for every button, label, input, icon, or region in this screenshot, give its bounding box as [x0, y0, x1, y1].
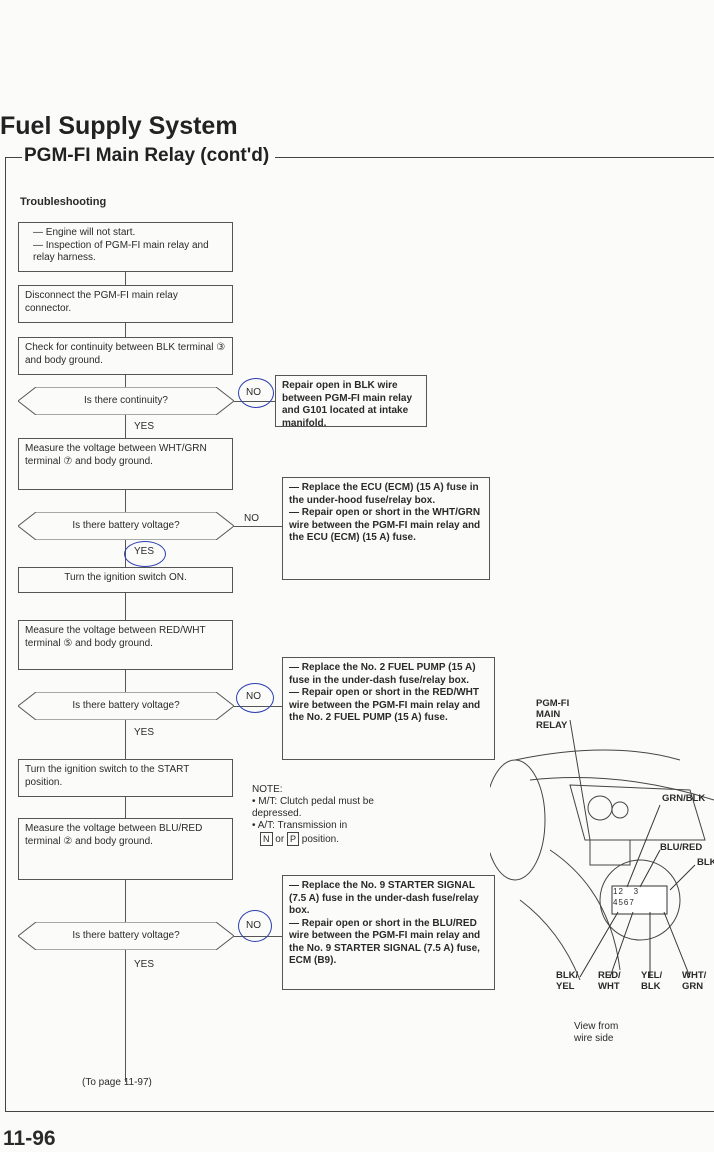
yes-label: YES — [134, 727, 155, 738]
view-caption: View from wire side — [574, 1021, 619, 1044]
key-p: P — [286, 832, 299, 846]
question-voltage-2: Is there battery voltage? — [18, 692, 234, 720]
terminal-2: 2 — [618, 887, 624, 896]
note: NOTE: • M/T: Clutch pedal must be depres… — [252, 784, 402, 846]
connector-terminals — [611, 885, 668, 915]
troubleshooting-heading: Troubleshooting — [20, 196, 107, 208]
yes-label: YES — [134, 421, 155, 432]
wire-yel-blk: YEL/ BLK — [641, 970, 663, 992]
no-label: NO — [244, 513, 259, 524]
wire-blk-yel: BLK/ YEL — [556, 970, 579, 992]
flow-connector — [125, 272, 126, 1082]
handwritten-circle — [238, 910, 272, 942]
terminal-5: 5 — [618, 898, 624, 907]
step-measure-red-wht: Measure the voltage between RED/WHT term… — [18, 620, 233, 670]
wire-wht-grn: WHT/ GRN — [682, 970, 707, 992]
note-position: position. — [301, 834, 340, 845]
remedy-blu-red: — Replace the No. 9 STARTER SIGNAL (7.5 … — [282, 875, 495, 990]
wire-blk: BLK — [697, 857, 714, 868]
wire-grn-blk: GRN/BLK — [662, 793, 706, 804]
handwritten-circle — [238, 378, 274, 408]
step-measure-blu-red: Measure the voltage between BLU/RED term… — [18, 818, 233, 880]
step-check-continuity: Check for continuity between BLK termina… — [18, 337, 233, 375]
key-n: N — [260, 832, 273, 846]
terminal-4: 4 — [613, 898, 619, 907]
remedy-wht-grn: — Replace the ECU (ECM) (15 A) fuse in t… — [282, 477, 490, 580]
step-measure-wht-grn: Measure the voltage between WHT/GRN term… — [18, 438, 233, 490]
note-mt: • M/T: Clutch pedal must be depressed. — [252, 796, 374, 819]
terminal-7: 7 — [629, 898, 635, 907]
terminal-1: 1 — [613, 887, 619, 896]
remedy-blk-wire: Repair open in BLK wire between PGM-FI m… — [275, 375, 427, 429]
terminal-3: 3 — [633, 887, 640, 896]
question-text: Is there battery voltage? — [72, 700, 180, 711]
question-voltage-3: Is there battery voltage? — [18, 922, 234, 950]
note-at: • A/T: Transmission in — [252, 820, 348, 831]
relay-label: PGM-FI MAIN RELAY — [536, 698, 570, 731]
page-subtitle: PGM-FI Main Relay (cont'd) — [22, 145, 276, 167]
wire-red-wht: RED/ WHT — [598, 970, 621, 992]
step-ignition-on: Turn the ignition switch ON. — [18, 567, 233, 593]
handwritten-circle — [124, 541, 166, 567]
step-ignition-start: Turn the ignition switch to the START po… — [18, 759, 233, 797]
note-or: or — [275, 834, 285, 845]
page-number: 11-96 — [3, 1127, 56, 1150]
content-frame — [5, 157, 714, 1112]
relay-location-diagram — [490, 719, 714, 981]
yes-label: YES — [134, 959, 155, 970]
question-text: Is there battery voltage? — [72, 930, 180, 941]
remedy-red-wht: — Replace the No. 2 FUEL PUMP (15 A) fus… — [282, 657, 495, 760]
step-disconnect: Disconnect the PGM-FI main relay connect… — [18, 285, 233, 323]
wire-blu-red: BLU/RED — [660, 842, 703, 853]
handwritten-circle — [236, 683, 274, 713]
terminal-6: 6 — [623, 898, 630, 907]
question-voltage-1: Is there battery voltage? — [18, 512, 234, 540]
note-title: NOTE: — [252, 784, 283, 795]
question-text: Is there battery voltage? — [72, 520, 180, 531]
continuation-note: (To page 11-97) — [82, 1077, 152, 1088]
question-continuity: Is there continuity? — [18, 387, 234, 415]
question-text: Is there continuity? — [84, 395, 168, 406]
terminal-numbers: 12 3 4567 — [613, 886, 639, 908]
section-title: Fuel Supply System — [0, 112, 238, 140]
step-start: — Engine will not start. — Inspection of… — [18, 222, 233, 272]
